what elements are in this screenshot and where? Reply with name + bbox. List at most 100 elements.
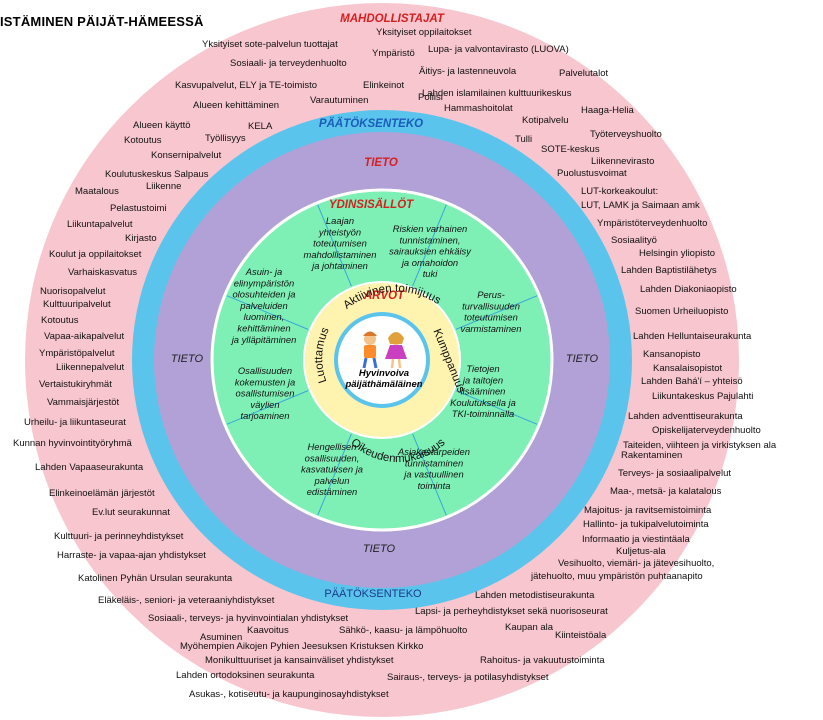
knowledge-label-right: TIETO <box>566 353 599 365</box>
enabler-label: Äitiys- ja lastenneuvola <box>419 66 517 77</box>
segment-divider <box>412 433 447 516</box>
enabler-label: Palvelutalot <box>559 68 608 79</box>
enabler-label: jätehuolto, muu ympäristön puhtaanapito <box>530 571 703 582</box>
enabler-label: Rakentaminen <box>621 450 682 461</box>
values-heading: ARVOT <box>363 290 405 302</box>
enabler-label: Tulli <box>515 134 532 145</box>
segment-divider <box>226 390 309 425</box>
enabler-label: Yksityiset oppilaitokset <box>376 27 472 38</box>
enabler-label: Vertaistukiryhmät <box>39 379 112 390</box>
enabler-label: Kunnan hyvinvointityöryhmä <box>13 438 133 449</box>
enabler-label: Ympäristöterveydenhuolto <box>597 218 707 229</box>
enabler-label: Sosiaali- ja terveydenhuolto <box>230 58 347 69</box>
enabler-label: Majoitus- ja ravitsemistoiminta <box>584 505 712 516</box>
enabler-label: Koulut ja oppilaitokset <box>49 249 142 260</box>
enabler-label: Lahden Bahá'í – yhteisö <box>641 376 743 387</box>
enabler-label: Katolinen Pyhän Ursulan seurakunta <box>78 573 233 584</box>
enabler-label: Kulttuuripalvelut <box>43 299 111 310</box>
enabler-label: Alueen käyttö <box>133 120 191 131</box>
enabler-label: Koulutuskeskus Salpaus <box>105 169 209 180</box>
enabler-label: LUT, LAMK ja Saimaan amk <box>581 200 700 211</box>
enabler-label: Nuorisopalvelut <box>40 286 106 297</box>
enabler-label: Lahden metodistiseurakunta <box>475 590 595 601</box>
enabler-label: Asuminen <box>200 632 242 643</box>
children-illustration <box>362 331 407 369</box>
enabler-label: Kiinteistöala <box>555 630 607 641</box>
enabler-label: Lahden Diakoniaopisto <box>640 284 737 295</box>
enabler-label: SOTE-keskus <box>541 144 600 155</box>
enabler-label: Konsernipalvelut <box>151 150 222 161</box>
enabler-label: Puolustusvoimat <box>557 168 627 179</box>
enabler-label: Lapsi- ja perheyhdistykset sekä nuorisos… <box>415 606 608 617</box>
enabler-label: Liikennepalvelut <box>56 362 124 373</box>
enabler-label: Harraste- ja vapaa-ajan yhdistykset <box>57 550 206 561</box>
decision-making-heading-top: PÄÄTÖKSENTEKO <box>319 117 423 130</box>
enabler-label: Liikennevirasto <box>591 156 654 167</box>
enablers-heading: MAHDOLLISTAJAT <box>340 13 445 25</box>
enabler-label: Lahden adventtiseurakunta <box>628 411 743 422</box>
enabler-label: Lahden Vapaaseurakunta <box>35 462 144 473</box>
enabler-label: Lahden Helluntaiseurakunta <box>633 331 752 342</box>
knowledge-label-left: TIETO <box>171 353 204 365</box>
enabler-label: Vapaa-aikapalvelut <box>44 331 124 342</box>
enabler-label: Sähkö-, kaasu- ja lämpöhuolto <box>339 625 467 636</box>
enabler-label: Kotoutus <box>124 135 162 146</box>
segment-divider <box>412 204 447 287</box>
enabler-label: Työllisyys <box>205 133 246 144</box>
knowledge-heading-top: TIETO <box>364 157 398 169</box>
enabler-label: KELA <box>248 121 273 132</box>
segment-dividers <box>226 204 538 516</box>
enabler-label: Lahden islamilainen kulttuurikeskus <box>422 88 572 99</box>
enabler-label: Vesihuolto, viemäri- ja jätevesihuolto, <box>558 558 714 569</box>
enabler-label: Kuljetus-ala <box>616 546 666 557</box>
enabler-label: Elinkeinoelämän järjestöt <box>49 488 155 499</box>
enabler-label: Myöhempien Aikojen Pyhien Jeesuksen Kris… <box>180 641 423 652</box>
page-title: ISTÄMINEN PÄIJÄT-HÄMEESSÄ <box>0 14 204 29</box>
enabler-label: Maa-, metsä- ja kalatalous <box>610 486 722 497</box>
enabler-label: Kaavoitus <box>247 625 289 636</box>
enabler-label: Kotipalvelu <box>522 115 568 126</box>
enabler-label: Kotoutus <box>41 315 79 326</box>
enabler-label: Hammashoitolat <box>444 103 513 114</box>
enabler-label: Työterveyshuolto <box>590 129 662 140</box>
enabler-label: Lahden ortodoksinen seurakunta <box>176 670 315 681</box>
enabler-label: Lupa- ja valvontavirasto (LUOVA) <box>428 44 569 55</box>
enabler-label: Sairaus-, terveys- ja potilasyhdistykset <box>387 672 549 683</box>
enabler-label: Kansanopisto <box>643 349 701 360</box>
enabler-label: Urheilu- ja liikuntaseurat <box>24 417 126 428</box>
segment-divider <box>455 295 538 330</box>
enabler-label: Varautuminen <box>310 95 368 106</box>
enabler-label: Monikulttuuriset ja kansainväliset yhdis… <box>205 655 394 666</box>
knowledge-label-bottom: TIETO <box>363 543 396 555</box>
core-contents-heading: YDINSISÄLLÖT <box>329 198 414 211</box>
enabler-label: Eläkeläis-, seniori- ja veteraaniyhdisty… <box>98 595 275 606</box>
enabler-label: Maatalous <box>75 186 119 197</box>
enabler-label: Taiteiden, viihteen ja virkistyksen ala <box>623 440 777 451</box>
segment-divider <box>226 295 309 330</box>
enabler-label: Kasvupalvelut, ELY ja TE-toimisto <box>175 80 317 91</box>
segment-divider <box>317 433 352 516</box>
enabler-label: Ympäristö <box>372 48 415 59</box>
center-label-line1: Hyvinvoiva <box>359 368 409 379</box>
enabler-label: Sosiaalityö <box>611 235 657 246</box>
enabler-label: Liikuntakeskus Pajulahti <box>652 391 753 402</box>
decision-making-heading-bottom: PÄÄTÖKSENTEKO <box>324 588 422 600</box>
enabler-label: Alueen kehittäminen <box>193 100 279 111</box>
enabler-label: Kulttuuri- ja perinneyhdistykset <box>54 531 184 542</box>
enabler-label: Sosiaali-, terveys- ja hyvinvointialan y… <box>148 613 348 624</box>
enabler-label: Hallinto- ja tukipalvelutoiminta <box>583 519 709 530</box>
enabler-label: Terveys- ja sosiaalipalvelut <box>618 468 731 479</box>
center-label-line2: päijäthämäläinen <box>344 379 422 390</box>
enabler-label: Ympäristöpalvelut <box>39 348 115 359</box>
enabler-label: Elinkeinot <box>363 80 405 91</box>
enabler-label: Liikuntapalvelut <box>67 219 133 230</box>
